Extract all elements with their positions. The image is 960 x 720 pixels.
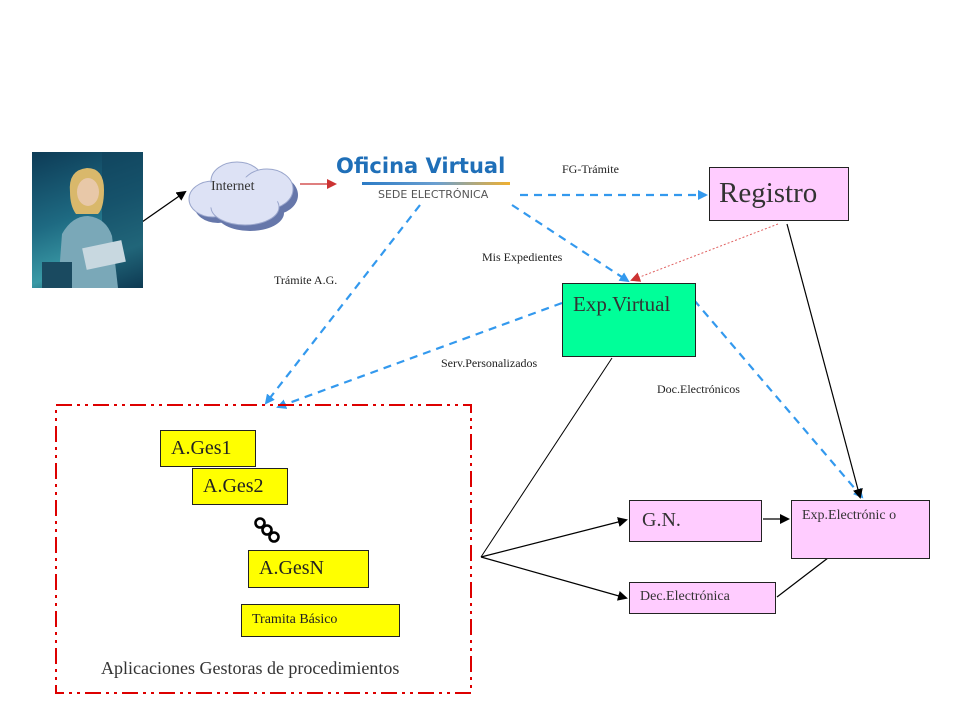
tramita-basico-label: Tramita Básico: [252, 612, 338, 627]
exp-electronico-label: Exp.Electrónic o: [802, 508, 897, 523]
brand-underline: [362, 182, 510, 185]
exp-virtual-label: Exp.Virtual: [573, 292, 671, 316]
oficina-virtual-logo: Oficina Virtual SEDE ELECTRÓNICA: [336, 154, 516, 208]
edge-serv-personalizados: [276, 301, 563, 409]
registro-label: Registro: [719, 177, 818, 209]
a-gesn-node: A.GesN: [248, 550, 369, 588]
registro-node: Registro: [709, 167, 849, 221]
edge-registro-expelectronico: [786, 223, 863, 499]
a-gesn-label: A.GesN: [259, 557, 324, 579]
exp-electronico-node: Exp.Electrónic o: [791, 500, 930, 559]
cloud-icon: [188, 161, 298, 231]
brand-title: Oficina Virtual: [336, 154, 506, 178]
edge-registro-expvirtual: [630, 223, 779, 282]
label-mis-expedientes: Mis Expedientes: [482, 250, 563, 264]
edge-expvirtual-junction: [480, 357, 613, 558]
brand-subtitle: SEDE ELECTRÓNICA: [378, 188, 489, 201]
tramita-basico-node: Tramita Básico: [241, 604, 400, 637]
a-ges2-node: A.Ges2: [192, 468, 288, 505]
internet-label: Internet: [211, 179, 255, 194]
exp-virtual-node: Exp.Virtual: [562, 283, 696, 357]
applications-group-label: Aplicaciones Gestoras de procedimientos: [101, 658, 400, 678]
label-fg-tramite: FG-Trámite: [562, 162, 619, 176]
applications-group-border: [55, 404, 472, 694]
a-ges1-node: A.Ges1: [160, 430, 256, 467]
edge-junction-dec: [480, 556, 628, 601]
user-photo: [32, 152, 143, 288]
a-ges1-label: A.Ges1: [171, 437, 232, 459]
chain-ellipsis-icon: [254, 517, 280, 543]
internet-cloud: Internet: [185, 155, 307, 237]
dec-electronica-label: Dec.Electrónica: [640, 589, 730, 604]
edge-doc-electronicos: [693, 299, 864, 499]
edge-mis-expedientes: [511, 204, 630, 283]
edge-user-internet: [141, 190, 187, 223]
label-doc-electronicos: Doc.Electrónicos: [657, 382, 740, 396]
user-photo-illustration: [42, 152, 143, 288]
gn-node: G.N.: [629, 500, 762, 542]
dec-electronica-node: Dec.Electrónica: [629, 582, 776, 614]
label-tramite-ag: Trámite A.G.: [274, 273, 338, 287]
gn-label: G.N.: [642, 509, 681, 531]
a-ges2-label: A.Ges2: [203, 475, 264, 497]
edge-junction-gn: [480, 517, 628, 558]
label-serv-personalizados: Serv.Personalizados: [441, 356, 538, 370]
